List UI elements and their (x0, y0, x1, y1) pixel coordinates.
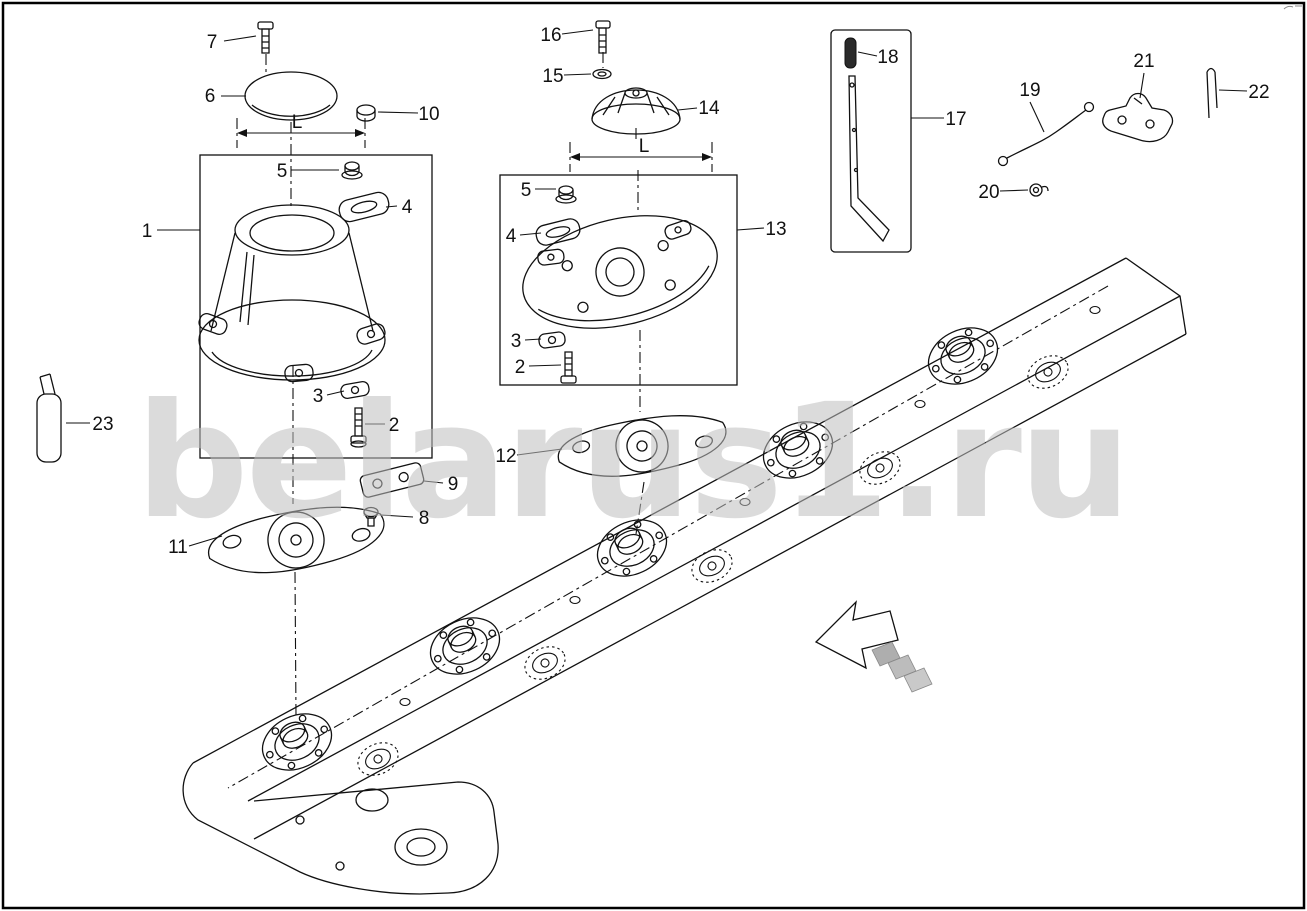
washer-15 (592, 68, 612, 80)
callout-5-mid: 5 (521, 180, 532, 201)
direction-arrow (814, 600, 933, 693)
callout-19: 19 (1019, 80, 1040, 101)
callout-5-left: 5 (277, 161, 288, 182)
dimension-l-left (236, 118, 366, 148)
callout-2-mid: 2 (515, 357, 526, 378)
callout-6: 6 (205, 86, 216, 107)
bolt-2-left (350, 407, 367, 448)
callout-1: 1 (142, 221, 153, 242)
callout-15: 15 (542, 66, 563, 87)
callout-l-left: L (292, 112, 303, 133)
clip-20 (1029, 183, 1049, 197)
screw-16 (595, 20, 611, 54)
callout-17: 17 (945, 109, 966, 130)
middle-assembly (499, 20, 738, 535)
callout-18: 18 (877, 47, 898, 68)
grease-cartridge-23 (36, 373, 62, 463)
callout-21: 21 (1133, 51, 1154, 72)
corner-mark (1283, 5, 1302, 10)
screw-7 (257, 21, 274, 54)
assembly-box-1 (199, 154, 433, 459)
flange-nut-5-mid (555, 185, 577, 204)
callout-l-mid: L (639, 136, 650, 157)
callout-10: 10 (418, 104, 439, 125)
callout-3-left: 3 (313, 386, 324, 407)
blade-insert-18 (844, 37, 857, 69)
dimension-l-mid (569, 142, 713, 172)
cotter-pin-22 (1206, 67, 1218, 119)
callout-13: 13 (765, 219, 786, 240)
callout-9: 9 (448, 474, 459, 495)
left-assembly (36, 21, 433, 717)
nut-10 (356, 104, 376, 122)
bolt-2-mid (560, 351, 577, 384)
callout-23: 23 (92, 414, 113, 435)
wear-plate-9 (359, 462, 425, 498)
callout-3-mid: 3 (511, 331, 522, 352)
callout-22: 22 (1248, 82, 1269, 103)
kit-box-17 (830, 29, 912, 253)
centerline-mid (602, 52, 645, 535)
callout-4-mid: 4 (506, 226, 517, 247)
bar-left-foot (182, 762, 499, 895)
callout-7: 7 (207, 32, 218, 53)
callout-2-left: 2 (389, 415, 400, 436)
right-parts (830, 29, 1218, 253)
callout-12: 12 (495, 446, 516, 467)
latch-hook-21 (1102, 92, 1174, 143)
drum-housing-1 (196, 204, 388, 383)
bracket-4-left (338, 191, 390, 223)
bar-centerline (227, 285, 1109, 789)
centerline-left (265, 54, 297, 717)
assembly-box-13 (499, 174, 738, 386)
leader-lines (66, 29, 1248, 547)
screw-8 (363, 506, 379, 527)
flange-nut-5-left (341, 161, 363, 180)
callout-11: 11 (168, 537, 188, 558)
plate-3-mid (538, 331, 566, 349)
bracket-4-mid (535, 218, 581, 246)
callout-14: 14 (698, 98, 720, 119)
knife-bar-17 (848, 75, 890, 243)
cutting-disc-11 (207, 506, 385, 574)
cutting-disc-12 (557, 415, 727, 477)
cutter-bar-assembly (182, 257, 1187, 895)
callout-20: 20 (978, 182, 999, 203)
callout-labels: 7 6 10 L 5 4 1 3 2 23 9 8 11 16 15 14 L … (92, 25, 1269, 558)
plate-3-left (340, 380, 370, 400)
callout-8: 8 (419, 508, 430, 529)
watermark-text: belarus1.ru (136, 370, 1129, 554)
bar-holes (399, 305, 1101, 707)
callout-16: 16 (540, 25, 561, 46)
callout-4-left: 4 (402, 197, 413, 218)
wire-tool-19 (997, 101, 1095, 167)
